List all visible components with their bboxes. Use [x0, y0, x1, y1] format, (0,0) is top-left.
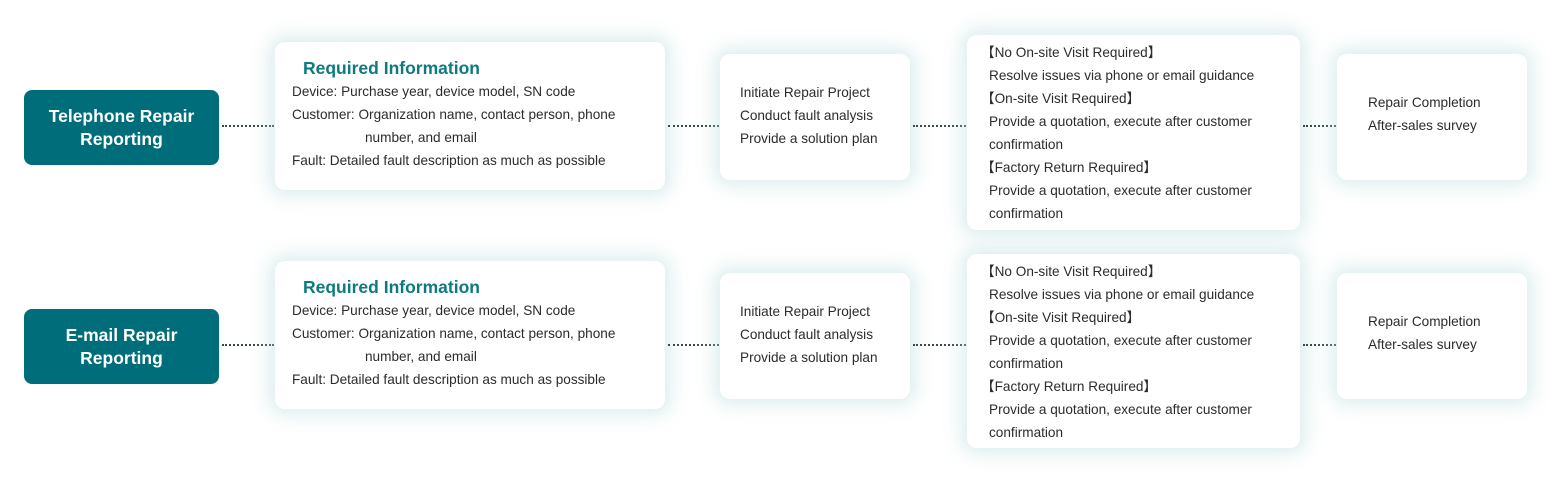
customer-info-continued: number, and email: [365, 349, 477, 364]
connector: [1303, 344, 1336, 346]
connector: [668, 344, 719, 346]
device-info: Device: Purchase year, device model, SN …: [292, 84, 576, 99]
branch-desc: Provide a quotation, execute after custo…: [989, 114, 1252, 129]
step-item: Conduct fault analysis: [740, 108, 873, 123]
step-item: Initiate Repair Project: [740, 85, 870, 100]
step-item: Initiate Repair Project: [740, 304, 870, 319]
branch-tag: 【No On-site Visit Required】: [981, 45, 1162, 60]
required-info-title: Required Information: [303, 277, 480, 297]
source-label: E-mail Repair Reporting: [65, 324, 178, 368]
email-repair-reporting-button[interactable]: E-mail Repair Reporting: [24, 309, 219, 384]
fault-info: Fault: Detailed fault description as muc…: [292, 153, 606, 168]
step-item: Provide a solution plan: [740, 131, 878, 146]
source-label: Telephone Repair Reporting: [48, 105, 195, 149]
branch-desc: confirmation: [989, 356, 1064, 371]
resolution-options-card: 【No On-site Visit Required】 Resolve issu…: [967, 35, 1300, 230]
connector: [913, 344, 966, 346]
completion-card: Repair Completion After-sales survey: [1337, 273, 1527, 399]
branch-desc: confirmation: [989, 425, 1064, 440]
connector: [222, 125, 274, 127]
completion-item: Repair Completion: [1368, 95, 1481, 110]
branch-desc: Provide a quotation, execute after custo…: [989, 402, 1252, 417]
branch-desc: Provide a quotation, execute after custo…: [989, 183, 1252, 198]
customer-info: Customer: Organization name, contact per…: [292, 326, 616, 341]
required-info-title: Required Information: [303, 58, 480, 78]
completion-item: After-sales survey: [1368, 337, 1477, 352]
completion-item: After-sales survey: [1368, 118, 1477, 133]
branch-tag: 【Factory Return Required】: [981, 160, 1158, 175]
customer-info: Customer: Organization name, contact per…: [292, 107, 616, 122]
diagnosis-card: Initiate Repair Project Conduct fault an…: [720, 273, 910, 399]
branch-desc: confirmation: [989, 137, 1064, 152]
branch-desc: confirmation: [989, 206, 1064, 221]
branch-tag: 【No On-site Visit Required】: [981, 264, 1162, 279]
branch-desc: Provide a quotation, execute after custo…: [989, 333, 1252, 348]
connector: [668, 125, 719, 127]
device-info: Device: Purchase year, device model, SN …: [292, 303, 576, 318]
connector: [1303, 125, 1336, 127]
branch-desc: Resolve issues via phone or email guidan…: [989, 68, 1255, 83]
telephone-repair-reporting-button[interactable]: Telephone Repair Reporting: [24, 90, 219, 165]
customer-info-continued: number, and email: [365, 130, 477, 145]
branch-tag: 【Factory Return Required】: [981, 379, 1158, 394]
branch-desc: Resolve issues via phone or email guidan…: [989, 287, 1255, 302]
step-item: Conduct fault analysis: [740, 327, 873, 342]
completion-card: Repair Completion After-sales survey: [1337, 54, 1527, 180]
fault-info: Fault: Detailed fault description as muc…: [292, 372, 606, 387]
connector: [222, 344, 274, 346]
diagnosis-card: Initiate Repair Project Conduct fault an…: [720, 54, 910, 180]
required-info-card: Required Information Device: Purchase ye…: [275, 261, 665, 409]
step-item: Provide a solution plan: [740, 350, 878, 365]
branch-tag: 【On-site Visit Required】: [981, 91, 1141, 106]
completion-item: Repair Completion: [1368, 314, 1481, 329]
resolution-options-card: 【No On-site Visit Required】 Resolve issu…: [967, 254, 1300, 448]
branch-tag: 【On-site Visit Required】: [981, 310, 1141, 325]
connector: [913, 125, 966, 127]
required-info-card: Required Information Device: Purchase ye…: [275, 42, 665, 190]
